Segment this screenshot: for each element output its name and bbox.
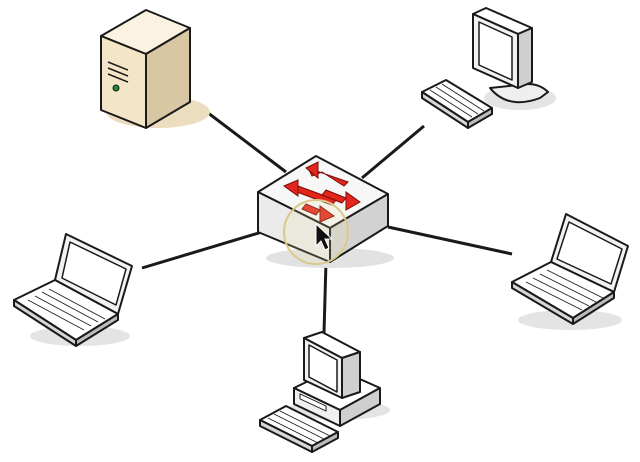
- server-tower-icon: [100, 9, 210, 129]
- link-laptop-right: [387, 225, 513, 256]
- arrow-head-1: [305, 161, 319, 180]
- laptop-left-icon: [13, 233, 133, 347]
- link-desktop-pc: [322, 261, 328, 334]
- mouse-pointer-icon: [315, 222, 334, 251]
- arrow-head-4: [319, 205, 336, 223]
- link-desktop-monitor: [361, 124, 425, 180]
- arrow-right-2: [301, 203, 321, 216]
- arrow-head-2: [282, 179, 299, 197]
- link-server: [194, 101, 287, 174]
- arrow-head-3: [345, 191, 361, 211]
- connections: [141, 101, 513, 334]
- switch-arrows: [282, 161, 361, 223]
- switch-icon: [257, 155, 394, 268]
- arrow-right-1: [321, 189, 347, 204]
- laptop-right-icon: [511, 213, 629, 330]
- desktop-pc-icon: [259, 331, 390, 453]
- monitor-keyboard-icon: [421, 7, 556, 129]
- link-laptop-left: [141, 230, 263, 270]
